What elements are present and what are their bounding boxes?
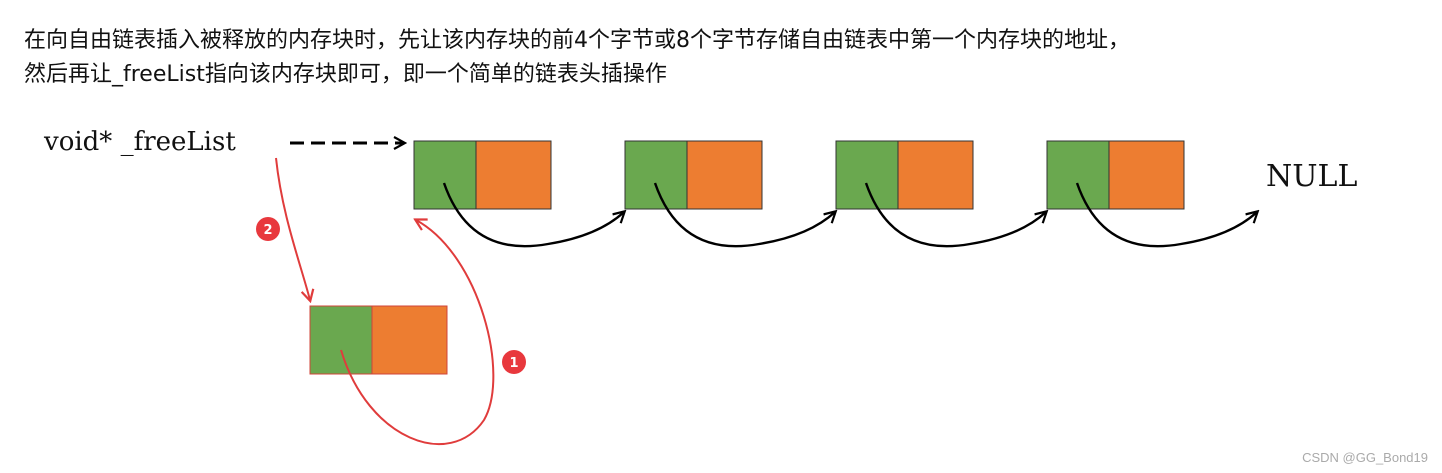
step-1-badge: 1 — [502, 350, 526, 374]
block-data-part — [1108, 140, 1185, 210]
null-label: NULL — [1266, 159, 1357, 194]
next-pointer-arrow — [864, 182, 1046, 248]
freed-block-data-part — [371, 305, 448, 375]
description-line-1: 在向自由链表插入被释放的内存块时，先让该内存块的前4个字节或8个字节存储自由链表… — [24, 28, 1130, 53]
next-pointer-arrow — [442, 182, 624, 248]
next-pointer-arrow — [1075, 182, 1257, 248]
description-line-2: 然后再让_freeList指向该内存块即可，即一个简单的链表头插操作 — [24, 62, 667, 87]
step-2-number: 2 — [263, 223, 272, 238]
next-pointer-arrow — [653, 182, 835, 248]
block-data-part — [686, 140, 763, 210]
block-pointer-part — [1046, 140, 1110, 210]
step-1-number: 1 — [509, 356, 518, 371]
block-pointer-part — [624, 140, 688, 210]
freed-block-pointer-part — [309, 305, 373, 375]
step-2-badge: 2 — [256, 217, 280, 241]
block-data-part — [897, 140, 974, 210]
block-pointer-part — [413, 140, 477, 210]
list-block — [413, 140, 552, 210]
description-text: 在向自由链表插入被释放的内存块时，先让该内存块的前4个字节或8个字节存储自由链表… — [24, 24, 1434, 92]
list-block — [1046, 140, 1185, 210]
block-data-part — [475, 140, 552, 210]
step-1-arrow — [340, 220, 495, 446]
list-block — [624, 140, 763, 210]
freelist-head-label: void* _freeList — [43, 127, 236, 157]
list-block — [835, 140, 974, 210]
block-pointer-part — [835, 140, 899, 210]
step-2-arrow — [275, 157, 310, 300]
freed-block — [309, 305, 448, 375]
watermark: CSDN @GG_Bond19 — [1302, 450, 1428, 465]
